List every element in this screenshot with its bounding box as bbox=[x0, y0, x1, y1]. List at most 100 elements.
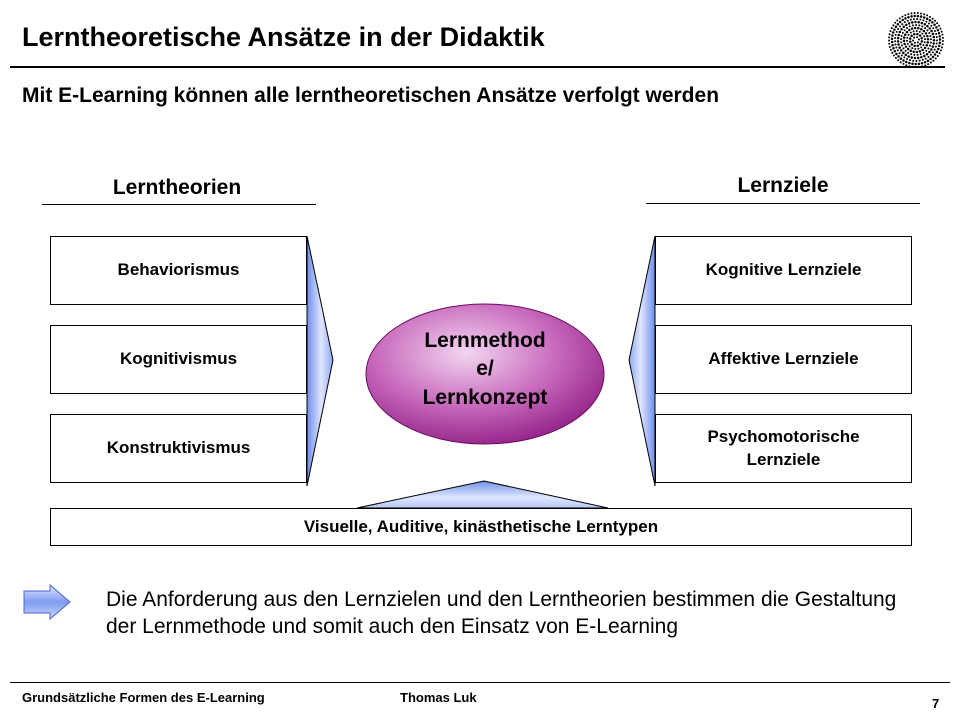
logo-dot bbox=[893, 49, 897, 53]
logo-dot bbox=[889, 30, 892, 33]
logo-dot bbox=[938, 35, 941, 38]
logo-dot bbox=[939, 27, 942, 30]
logo-dot bbox=[935, 26, 938, 29]
logo-dot bbox=[913, 44, 916, 48]
logo-dot bbox=[928, 27, 931, 30]
logo-dot bbox=[898, 17, 901, 20]
logo-dot bbox=[888, 33, 891, 36]
logo-dot bbox=[888, 42, 891, 45]
logo-dot bbox=[941, 33, 944, 36]
logo-dot bbox=[894, 33, 897, 36]
logo-dot bbox=[920, 12, 923, 15]
logo-dot bbox=[920, 37, 923, 40]
logo-dot bbox=[920, 27, 923, 31]
logo-dot bbox=[941, 43, 944, 46]
logo-dot bbox=[932, 39, 936, 42]
logo-dot bbox=[919, 53, 922, 56]
logo-dot bbox=[917, 47, 920, 50]
logo-dot bbox=[901, 31, 904, 34]
center-label-line-3: Lernkonzept bbox=[422, 385, 548, 409]
theory-box-kognitivismus: Kognitivismus bbox=[50, 325, 307, 394]
logo-dot bbox=[917, 38, 920, 41]
logo-dot bbox=[929, 57, 932, 61]
logo-dot bbox=[918, 50, 922, 53]
logo-dot bbox=[926, 59, 930, 63]
logo-dot bbox=[927, 47, 930, 50]
logo-dot bbox=[900, 27, 903, 31]
logo-dot bbox=[921, 58, 924, 61]
footer-divider bbox=[10, 682, 950, 683]
logo-dot bbox=[916, 41, 919, 44]
logo-dot bbox=[931, 21, 934, 24]
logo-dot bbox=[933, 19, 936, 22]
logo-dot bbox=[931, 17, 934, 20]
logo-dot bbox=[915, 24, 918, 26]
logo-dot bbox=[926, 37, 930, 41]
left-pointing-arrow bbox=[628, 235, 656, 487]
logo-dot bbox=[892, 54, 895, 57]
logo-dot bbox=[919, 18, 922, 21]
logo-dot bbox=[896, 49, 899, 52]
logo-dot bbox=[892, 47, 895, 50]
up-pointing-arrow bbox=[356, 480, 609, 509]
logo-dot bbox=[928, 44, 931, 47]
logo-dot bbox=[920, 21, 924, 25]
logo-dot bbox=[900, 54, 903, 57]
logo-dot bbox=[930, 48, 933, 51]
logo-dot bbox=[910, 56, 913, 59]
logo-dot bbox=[896, 36, 900, 40]
center-ellipse bbox=[365, 303, 605, 445]
logo-dot bbox=[923, 60, 927, 64]
logo-dot bbox=[937, 24, 940, 27]
logo-dot bbox=[896, 19, 899, 22]
logo-dot bbox=[926, 41, 930, 44]
logo-dot bbox=[906, 36, 909, 39]
logo-dot bbox=[903, 56, 906, 59]
logo-dot bbox=[913, 36, 916, 39]
logo-dot bbox=[904, 49, 907, 52]
logo-dot bbox=[916, 56, 920, 60]
logo-dot bbox=[936, 39, 938, 42]
logo-dot bbox=[916, 32, 919, 36]
logo-dot bbox=[899, 25, 902, 28]
logo-dot bbox=[905, 64, 908, 67]
logo-dot bbox=[937, 31, 941, 35]
logo-dot bbox=[912, 30, 915, 33]
logo-dot bbox=[932, 59, 935, 62]
logo-dot bbox=[920, 40, 924, 43]
logo-dot bbox=[902, 39, 906, 43]
logo-dot bbox=[938, 52, 941, 55]
logo-dot bbox=[930, 29, 933, 33]
logo-dot bbox=[906, 39, 909, 42]
logo-dot bbox=[891, 43, 894, 47]
logo-dot bbox=[906, 47, 910, 51]
logo-dot bbox=[902, 36, 906, 39]
logo-dot bbox=[927, 63, 930, 66]
logo-dot bbox=[923, 54, 926, 58]
logo-dot bbox=[909, 59, 912, 62]
logo-dot bbox=[934, 45, 937, 48]
logo-dot bbox=[907, 33, 910, 36]
logo-dot bbox=[926, 24, 929, 28]
logo-dot bbox=[925, 17, 929, 20]
logo-dot bbox=[920, 46, 923, 49]
logo-dot bbox=[935, 42, 938, 45]
logo-dot bbox=[907, 22, 911, 25]
logo-dot bbox=[906, 42, 909, 45]
logo-dot bbox=[890, 27, 893, 30]
logo-dot bbox=[917, 20, 920, 24]
logo-dot bbox=[940, 30, 943, 33]
logo-dot bbox=[897, 27, 900, 30]
logo-dot bbox=[921, 48, 924, 52]
page-subtitle: Mit E-Learning können alle lerntheoretis… bbox=[22, 84, 720, 107]
logo-dot bbox=[904, 14, 907, 17]
logo-dot bbox=[912, 39, 915, 42]
right-heading: Lernziele bbox=[737, 174, 829, 197]
logo-dot bbox=[915, 50, 919, 54]
logo-dot bbox=[929, 53, 932, 56]
logo-dot bbox=[911, 47, 914, 50]
learning-types-bar: Visuelle, Auditive, kinästhetische Lernt… bbox=[50, 508, 912, 546]
logo-dot bbox=[924, 57, 927, 60]
logo-dot bbox=[894, 40, 897, 43]
logo-dot bbox=[921, 25, 924, 28]
